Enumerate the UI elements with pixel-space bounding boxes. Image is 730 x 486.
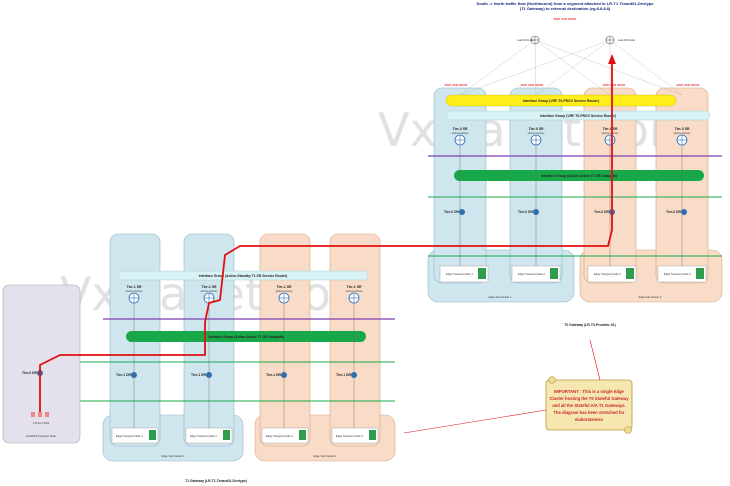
svg-text:Tier-1 SR: Tier-1 SR bbox=[202, 285, 217, 289]
svg-text:(Active-Active): (Active-Active) bbox=[201, 289, 218, 293]
flow-arrow-head bbox=[608, 54, 616, 64]
t0-interface-group-green bbox=[454, 170, 704, 181]
svg-text:Cluster hosting the T0 Statefu: Cluster hosting the T0 Stateful Gateway bbox=[549, 396, 629, 401]
svg-text:(Active-Active): (Active-Active) bbox=[602, 131, 619, 135]
svg-text:(Active-Active): (Active-Active) bbox=[346, 289, 363, 293]
t1-subcluster-2-label: Edge Sub-Cluster 2 bbox=[314, 454, 337, 458]
t0-interface-group-yellow bbox=[445, 94, 677, 107]
leaf-02-router-icon: Leaf-02 Router bbox=[605, 35, 635, 45]
t0-transport-node-3: Edge Transport Node 3 bbox=[587, 265, 637, 283]
svg-text:Leaf-01 Router: Leaf-01 Router bbox=[517, 38, 534, 42]
t0-transport-node-1: Edge Transport Node 1 bbox=[439, 265, 489, 283]
svg-text:(Active-Active): (Active-Active) bbox=[126, 289, 143, 293]
bgp-label-4: BGP ASN 65000 bbox=[677, 83, 700, 87]
t1-gateway-region: Edge Sub-Cluster 1 Edge Sub-Cluster 2 Ed… bbox=[18, 233, 396, 483]
svg-text:IMPORTANT : This is a single E: IMPORTANT : This is a single Edge bbox=[554, 389, 624, 394]
svg-text:Tier-1 DR: Tier-1 DR bbox=[266, 373, 282, 377]
host-label: Host/ESX Transport Node bbox=[26, 434, 56, 438]
svg-text:Edge Transport Node 4: Edge Transport Node 4 bbox=[664, 272, 691, 276]
svg-text:Edge Transport Node 3: Edge Transport Node 3 bbox=[594, 272, 621, 276]
t1-sr-router-3: Tier-1 SR (Active-Active) bbox=[276, 285, 293, 304]
uplink-routers: Leaf-01 Router Leaf-02 Router BGP ASN 65… bbox=[445, 17, 700, 96]
t1-transport-node-4: Edge Transport Node 4 bbox=[331, 427, 379, 444]
t1-interface-group-green bbox=[126, 331, 366, 342]
t0-transport-node-4: Edge Transport Node 4 bbox=[657, 265, 707, 283]
important-note: IMPORTANT : This is a single Edge Cluste… bbox=[403, 339, 633, 434]
bgp-label-2: BGP ASN 65000 bbox=[521, 83, 544, 87]
svg-text:Tier-1 DR: Tier-1 DR bbox=[191, 373, 207, 377]
bgp-label-3: BGP ASN 65000 bbox=[603, 83, 626, 87]
svg-text:(Active-Active): (Active-Active) bbox=[276, 289, 293, 293]
svg-text:Tier-0 DR: Tier-0 DR bbox=[666, 210, 682, 214]
svg-text:Tier-0 SR: Tier-0 SR bbox=[529, 127, 544, 131]
svg-text:Tier-0 SR: Tier-0 SR bbox=[453, 127, 468, 131]
svg-text:Tier-1 SR: Tier-1 SR bbox=[277, 285, 292, 289]
diagram-title-line1: South -> North traffic flow (Northbound)… bbox=[477, 1, 655, 6]
svg-text:Edge Transport Node 2: Edge Transport Node 2 bbox=[190, 434, 217, 438]
svg-text:Edge Transport Node 1: Edge Transport Node 1 bbox=[116, 434, 143, 438]
diagram-title-line2: (T1 Gateway) to external destination (eg… bbox=[520, 6, 611, 11]
svg-text:Leaf-02 Router: Leaf-02 Router bbox=[618, 38, 635, 42]
segment-label: 172.16.1.0/24 bbox=[33, 421, 49, 425]
note-pointer-left bbox=[403, 409, 547, 434]
t1-gateway-caption: T1 Gateway (LR-T1-Tenant01-Devtype) bbox=[185, 479, 247, 483]
t1-interface-group-label: Interface Group (Active-Standby T1 SR Se… bbox=[199, 274, 288, 278]
t1-subcluster-1-label: Edge Sub-Cluster 1 bbox=[162, 454, 185, 458]
t0-subcluster-1-label: Edge Sub-Cluster 1 bbox=[489, 295, 512, 299]
t0-dr-router-4: Tier-0 DR bbox=[666, 209, 687, 215]
t0-gateway-caption: T0 Gateway (LR-T0-Provider-01) bbox=[564, 323, 615, 327]
bgp-label-top: BGP ASN 65000 bbox=[554, 17, 577, 21]
svg-text:Tier-0 DR: Tier-0 DR bbox=[518, 210, 534, 214]
svg-text:Tier-1 DR: Tier-1 DR bbox=[116, 373, 132, 377]
leaf-01-router-icon: Leaf-01 Router bbox=[517, 35, 540, 45]
t1-transport-node-1: Edge Transport Node 1 bbox=[111, 427, 159, 444]
t0-subcluster-2-label: Edge Sub-Cluster 2 bbox=[639, 295, 662, 299]
svg-text:Tier-0 DR: Tier-0 DR bbox=[594, 210, 610, 214]
svg-text:(Active-Active): (Active-Active) bbox=[528, 131, 545, 135]
svg-text:(Active-Active): (Active-Active) bbox=[452, 131, 469, 135]
northbound-traffic-flow bbox=[39, 62, 613, 412]
t0-transport-node-2: Edge Transport Node 2 bbox=[511, 265, 561, 283]
t1-interface-group-cyan bbox=[117, 270, 369, 281]
svg-text:Tier-1 SR: Tier-1 SR bbox=[127, 285, 142, 289]
svg-text:Edge Transport Node 4: Edge Transport Node 4 bbox=[336, 434, 363, 438]
t1-interface-group-green-label: Interface Group (Active-Active T1 DR Dat… bbox=[208, 335, 284, 339]
svg-text:Edge Transport Node 2: Edge Transport Node 2 bbox=[518, 272, 545, 276]
svg-text:Tier-0 DR: Tier-0 DR bbox=[444, 210, 460, 214]
t0-interface-group-yellow-label: Interface Group (VRF-T0-PROV Service Rou… bbox=[523, 99, 599, 103]
t1-transport-node-3: Edge Transport Node 3 bbox=[261, 427, 309, 444]
svg-text:Edge Transport Node 3: Edge Transport Node 3 bbox=[266, 434, 293, 438]
bgp-label-1: BGP ASN 65000 bbox=[445, 83, 468, 87]
svg-text:The diagram has been stretched: The diagram has been stretched for bbox=[554, 410, 625, 415]
svg-text:Tier-1 SR: Tier-1 SR bbox=[347, 285, 362, 289]
note-pointer-up bbox=[589, 339, 601, 381]
svg-text:Tier-1 DR: Tier-1 DR bbox=[336, 373, 352, 377]
vm-icons bbox=[31, 412, 49, 417]
t0-interface-group-green-label: Interface Group (Active-Active T0 DR Dat… bbox=[541, 174, 617, 178]
t0-gateway-region: Edge Sub-Cluster 1 Edge Sub-Cluster 2 Ed… bbox=[427, 87, 723, 327]
t0-interface-group-cyan bbox=[445, 110, 711, 121]
t0-interface-group-cyan-label: Interface Group (VRF-T0-PROV Service Rou… bbox=[540, 114, 616, 118]
svg-text:and all the Stateful A/A T1 Ga: and all the Stateful A/A T1 Gateways. bbox=[552, 403, 625, 408]
svg-text:(Active-Active): (Active-Active) bbox=[674, 131, 691, 135]
svg-text:Tier-0 SR: Tier-0 SR bbox=[675, 127, 690, 131]
svg-text:Tier-0 SR: Tier-0 SR bbox=[603, 127, 618, 131]
t0-sr-router-1: Tier-0 SR (Active-Active) bbox=[452, 127, 469, 146]
svg-text:elaborateness: elaborateness bbox=[575, 417, 604, 422]
svg-text:Edge Transport Node 1: Edge Transport Node 1 bbox=[446, 272, 473, 276]
host-dr-label: Tier-0 DR bbox=[22, 371, 38, 375]
t0-dr-router-1: Tier-0 DR bbox=[444, 209, 465, 215]
t1-transport-node-2: Edge Transport Node 2 bbox=[185, 427, 233, 444]
